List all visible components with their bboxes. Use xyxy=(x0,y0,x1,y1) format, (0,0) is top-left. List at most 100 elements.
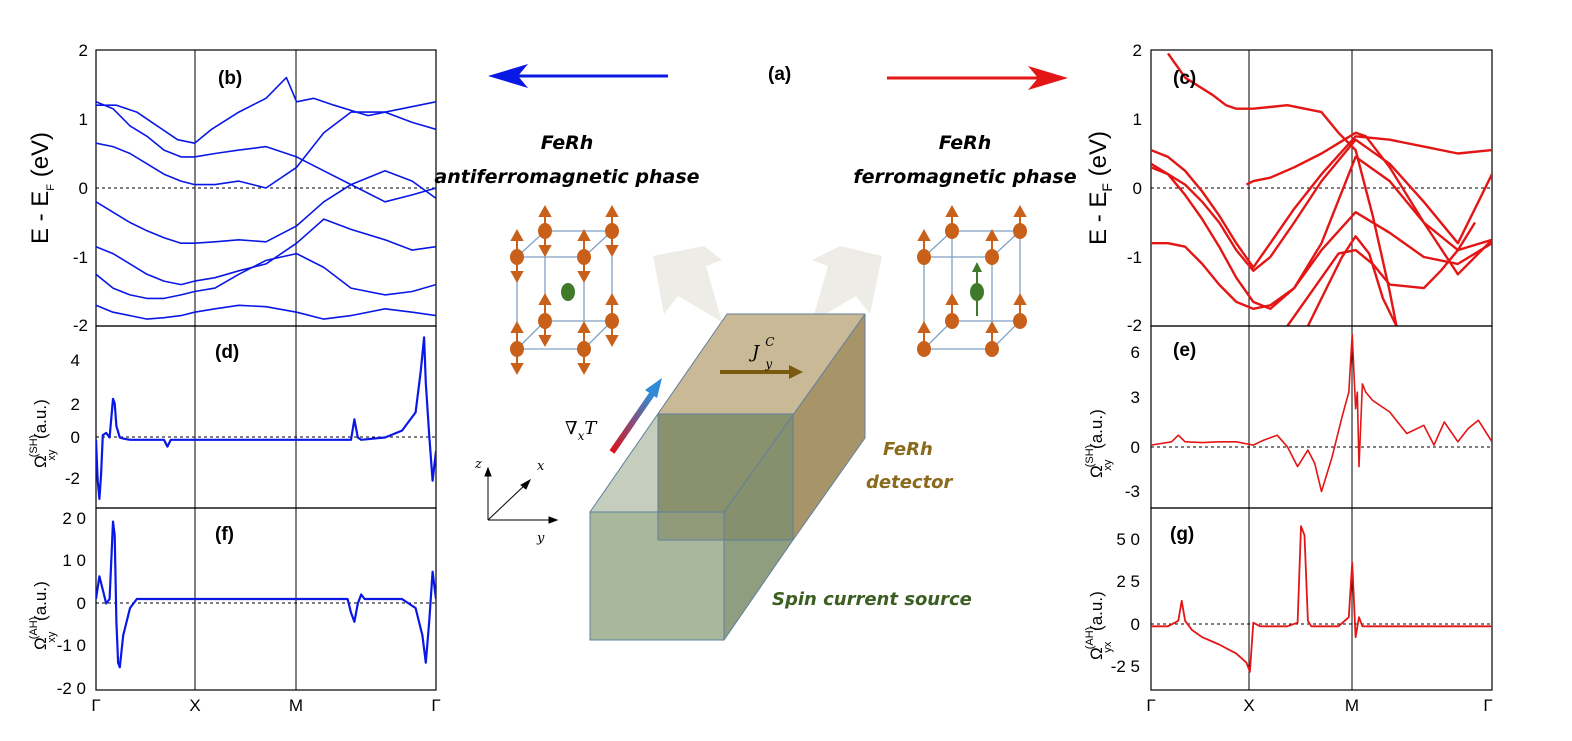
series-line-0 xyxy=(96,336,436,500)
panel-b-band-structure-afm: (b) 2 1 0 -1 -2 E - EF (eV) xyxy=(27,41,437,335)
series-line-0 xyxy=(96,520,436,669)
series-line-0 xyxy=(1151,525,1492,673)
panel-f-label: (f) xyxy=(215,524,234,545)
axis-y-label: y xyxy=(536,531,545,546)
fm-material-label: FeRh xyxy=(939,132,992,154)
axis-x-label: x xyxy=(537,459,545,474)
charge-current-arrow-icon xyxy=(720,365,803,379)
right-kpath-labels: Γ X M Γ xyxy=(1146,696,1492,715)
panel-f-anomalous-hall-afm: (f) 2 0 1 0 0 -1 0 -2 0 Ω(AH)xy (a.u.) xyxy=(28,507,437,698)
afm-atoms xyxy=(510,223,619,357)
panel-e-ylabel: Ω(SH)xy (a.u.) xyxy=(1084,409,1114,478)
series-line-4 xyxy=(96,252,436,300)
tick-label: -2 xyxy=(73,316,88,335)
tick-label: 2 0 xyxy=(62,509,86,528)
tick-label: -1 xyxy=(1127,248,1142,267)
tick-label: -3 xyxy=(1125,482,1140,501)
gradient-label: ∇xT xyxy=(565,418,598,443)
ahc-line-afm xyxy=(96,520,436,669)
kpoint-label: Γ xyxy=(1146,696,1155,715)
panel-g-label: (g) xyxy=(1170,524,1194,545)
panel-e-label: (e) xyxy=(1173,340,1196,361)
band-lines-fm xyxy=(1151,52,1492,326)
tick-label: 3 xyxy=(1131,388,1140,407)
panel-b-label: (b) xyxy=(218,68,242,89)
device-block xyxy=(589,313,866,641)
tick-label: 6 xyxy=(1131,343,1140,362)
left-pale-arrow-icon xyxy=(653,246,722,322)
panel-f-ylabel: Ω(AH)xy (a.u.) xyxy=(28,581,58,650)
afm-material-label: FeRh xyxy=(541,132,594,154)
kpoint-label: Γ xyxy=(91,696,100,715)
series-line-6 xyxy=(1306,235,1398,326)
coordinate-axes-icon xyxy=(484,466,559,524)
panel-c-label: (c) xyxy=(1173,68,1196,89)
kpoint-label: M xyxy=(289,696,303,715)
panel-e-spin-hall-fm: (e) 6 3 0 -3 Ω(SH)xy (a.u.) xyxy=(1084,325,1493,509)
kpoint-label: Γ xyxy=(431,696,440,715)
tick-label: -1 xyxy=(73,248,88,267)
panel-c-band-structure-fm: (c) 2 1 0 -1 -2 E - EF (eV) xyxy=(1085,41,1493,335)
kpoint-label: M xyxy=(1345,696,1359,715)
tick-label: 2 xyxy=(71,395,80,414)
fm-atoms xyxy=(917,223,1027,357)
shc-line-fm xyxy=(1151,333,1492,493)
series-line-3 xyxy=(1151,138,1492,272)
source-label: Spin current source xyxy=(772,589,972,610)
panel-d-ylabel: Ω(SH)xy (a.u.) xyxy=(28,399,58,468)
shc-line-afm xyxy=(96,336,436,500)
tick-label: 2 5 xyxy=(1116,572,1140,591)
series-line-6 xyxy=(96,76,436,144)
series-line-7 xyxy=(1167,52,1398,326)
afm-spin-arrows xyxy=(510,204,619,376)
axis-z-label: z xyxy=(474,457,482,472)
tick-label: -2 0 xyxy=(57,679,86,698)
series-line-0 xyxy=(96,101,436,203)
tick-label: 1 0 xyxy=(62,551,86,570)
ahc-line-fm xyxy=(1151,525,1492,673)
tick-label: -2 5 xyxy=(1111,657,1140,676)
kpoint-label: Γ xyxy=(1483,696,1492,715)
panel-g-ylabel: Ω(AH)yx (a.u.) xyxy=(1084,591,1114,660)
series-line-1 xyxy=(96,111,436,189)
tick-label: 0 xyxy=(1131,615,1140,634)
series-line-5 xyxy=(1286,221,1477,326)
series-line-2 xyxy=(1151,210,1492,310)
tick-label: 0 xyxy=(77,594,86,613)
panel-g-anomalous-hall-fm: (g) 5 0 2 5 0 -2 5 Ω(AH)yx (a.u.) xyxy=(1084,507,1493,691)
tick-label: 5 0 xyxy=(1116,530,1140,549)
band-lines-afm xyxy=(96,76,436,320)
panel-c-ylabel: E - EF (eV) xyxy=(1085,131,1115,245)
right-pale-arrow-icon xyxy=(812,246,882,322)
detector-label: detector xyxy=(866,472,954,493)
series-line-0 xyxy=(1151,135,1492,269)
series-line-1 xyxy=(1151,155,1492,310)
tick-label: 1 xyxy=(1133,110,1142,129)
right-arrow-icon xyxy=(887,66,1068,90)
tick-label: 0 xyxy=(79,179,88,198)
series-line-0 xyxy=(1151,333,1492,493)
tick-label: 4 xyxy=(71,351,80,370)
tick-label: 1 xyxy=(79,110,88,129)
detector-material-label: FeRh xyxy=(883,439,933,460)
fm-phase-label: ferromagnetic phase xyxy=(853,166,1076,188)
panel-d-label: (d) xyxy=(215,342,239,363)
tick-label: -2 xyxy=(65,469,80,488)
tick-label: -2 xyxy=(1127,316,1142,335)
kpoint-label: X xyxy=(1243,696,1254,715)
panel-b-ylabel: E - EF (eV) xyxy=(27,132,57,244)
tick-label: 2 xyxy=(1133,41,1142,60)
schematic-a: (a) FeRh antiferromagnetic phase FeRh fe… xyxy=(434,64,1077,641)
tick-label: 0 xyxy=(71,428,80,447)
panel-a-label: (a) xyxy=(768,64,791,85)
tick-label: -1 0 xyxy=(57,636,86,655)
tick-label: 0 xyxy=(1131,438,1140,457)
left-arrow-icon xyxy=(488,64,668,88)
series-line-3 xyxy=(96,218,436,286)
kpoint-label: X xyxy=(189,696,200,715)
tick-label: 0 xyxy=(1133,179,1142,198)
afm-phase-label: antiferromagnetic phase xyxy=(434,166,699,188)
series-line-2 xyxy=(96,170,436,244)
